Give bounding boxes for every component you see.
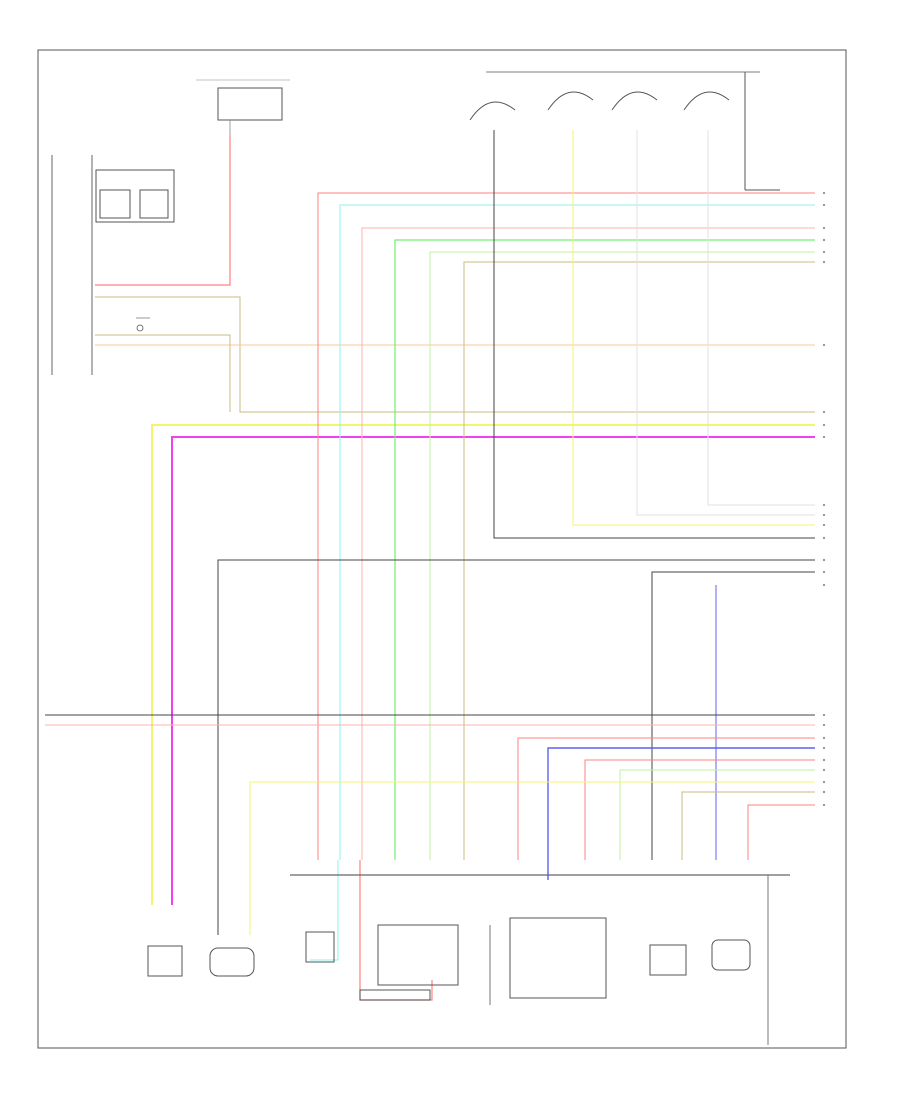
terminal-dot bbox=[823, 344, 825, 346]
vehicle-speed-sensor bbox=[147, 945, 183, 977]
wire-magenta-vss bbox=[171, 436, 815, 905]
wire-lightgreen-range bbox=[619, 769, 815, 860]
bottom-components bbox=[147, 917, 751, 1001]
terminal-dot bbox=[823, 227, 825, 229]
terminal-dot bbox=[823, 424, 825, 426]
wire-tan-ecm bbox=[95, 296, 815, 413]
wire-lightgreen-top bbox=[429, 251, 815, 860]
bottom-connector-bar bbox=[290, 874, 790, 1045]
wire-red-solenoid-loop bbox=[359, 860, 433, 1001]
terminal-dot bbox=[823, 524, 825, 526]
terminal-dot bbox=[823, 559, 825, 561]
terminal-dot bbox=[823, 769, 825, 771]
terminal-dot bbox=[823, 747, 825, 749]
terminal-dot bbox=[823, 239, 825, 241]
pressure-switch bbox=[305, 931, 335, 963]
terminal-dot bbox=[823, 436, 825, 438]
wire-tan-top bbox=[463, 261, 815, 860]
input-speed-sensor bbox=[649, 944, 687, 976]
terminal-dot bbox=[823, 781, 825, 783]
terminal-dot bbox=[823, 571, 825, 573]
terminal-dot bbox=[823, 737, 825, 739]
terminal-dot bbox=[823, 192, 825, 194]
terminal-dot bbox=[823, 724, 825, 726]
wire-white-sensor3 bbox=[636, 130, 815, 516]
wire-lightblue-top bbox=[339, 204, 815, 860]
wire-red-range2 bbox=[584, 759, 815, 860]
solenoid-group bbox=[377, 924, 459, 986]
wire-harness bbox=[45, 130, 815, 1001]
terminal-dot bbox=[823, 261, 825, 263]
output-speed-sensor bbox=[711, 939, 751, 971]
diagram-border bbox=[37, 49, 847, 1049]
wire-black-input bbox=[651, 571, 815, 860]
wire-pink-top bbox=[361, 227, 815, 860]
terminal-dot bbox=[823, 759, 825, 761]
wire-red-output bbox=[747, 804, 815, 860]
top-relay-box bbox=[196, 79, 290, 135]
wire-yellow-sensor2 bbox=[572, 130, 815, 526]
tiny-labels bbox=[823, 192, 825, 806]
wire-red-range bbox=[517, 737, 815, 860]
terminal-dot bbox=[823, 714, 825, 716]
wire-red-top bbox=[317, 192, 815, 860]
terminal-dot bbox=[823, 504, 825, 506]
wire-yellow-vss bbox=[151, 424, 815, 905]
wire-white-sensor4 bbox=[707, 130, 815, 506]
terminal-dot bbox=[823, 791, 825, 793]
wire-green-top bbox=[394, 239, 815, 860]
wire-yellow-ecm bbox=[249, 781, 815, 935]
transmission-range-switch bbox=[509, 917, 607, 999]
wire-lightblue-pressure bbox=[310, 860, 339, 961]
terminal-dot bbox=[823, 204, 825, 206]
ecm-connector-left bbox=[51, 155, 175, 375]
wire-red-relay bbox=[95, 135, 231, 286]
wire-blue-range bbox=[547, 747, 815, 880]
terminal-dot bbox=[823, 411, 825, 413]
terminal-dot bbox=[823, 584, 825, 586]
wire-black-ecm bbox=[217, 559, 815, 935]
relay-symbol bbox=[136, 317, 150, 332]
terminal-dot bbox=[823, 537, 825, 539]
terminal-dot bbox=[823, 804, 825, 806]
wire-black-sensor1 bbox=[493, 130, 815, 539]
wire-tan-input bbox=[681, 791, 815, 860]
terminal-dot bbox=[823, 251, 825, 253]
engine-control-module-box bbox=[209, 947, 255, 977]
wire-tan-branch bbox=[95, 334, 231, 412]
top-sensor-bank bbox=[469, 71, 780, 191]
solenoid-loop bbox=[359, 989, 431, 1001]
terminal-dot bbox=[823, 514, 825, 516]
